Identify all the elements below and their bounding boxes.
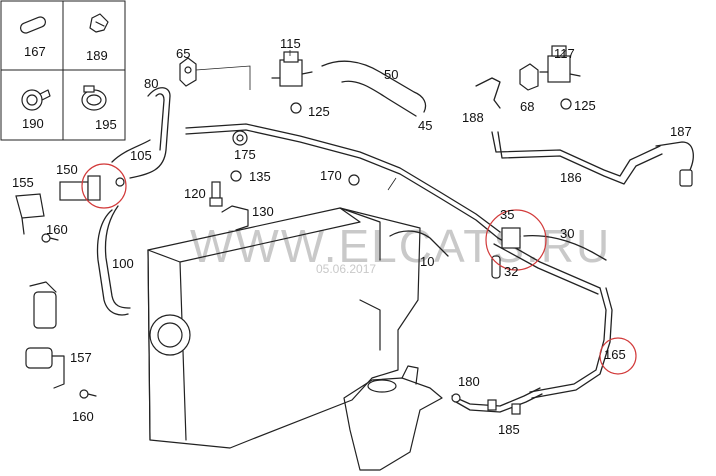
legend-label-190: 190 [22,116,44,131]
hose-45[interactable] [341,80,417,117]
callout-105: 105 [130,148,152,163]
pipe-165[interactable] [529,287,607,393]
hose-100[interactable] [96,209,129,316]
part-175-fitting[interactable] [232,130,248,146]
callout-125b: 125 [574,98,596,113]
part-155-bracket[interactable] [15,193,45,235]
part-150-thermostat-housing[interactable] [59,175,125,201]
part-170-clamp[interactable] [348,174,360,186]
highlight-ring-165 [599,337,637,375]
legend-label-189: 189 [86,48,108,63]
callout-65: 65 [176,46,190,61]
hose-30[interactable] [523,234,607,261]
hose-10[interactable] [389,230,449,257]
callout-185: 185 [498,422,520,437]
part-68-mount[interactable] [519,63,539,91]
hose-50[interactable] [321,60,427,113]
part-167-sleeve-icon[interactable] [19,15,47,34]
callout-130: 130 [252,204,274,219]
callout-117: 117 [554,46,575,61]
part-115-valve[interactable] [271,51,313,87]
callout-30: 30 [560,226,574,241]
callout-50: 50 [384,67,398,82]
part-125-nut-a[interactable] [290,102,302,114]
part-185-clips[interactable] [487,399,521,415]
legend-grid: 167 189 190 195 [0,0,126,141]
hose-105[interactable] [111,139,151,163]
part-32-fitting[interactable] [491,255,501,279]
callout-150: 150 [56,162,78,177]
hose-80[interactable] [129,87,171,179]
part-117-valve[interactable] [539,45,581,83]
callout-120: 120 [184,186,206,201]
part-65-mount[interactable] [179,57,197,87]
callout-160a: 160 [46,222,68,237]
part-130-bracket[interactable] [221,205,249,231]
legend-label-195: 195 [95,117,117,132]
callout-187: 187 [670,124,692,139]
part-180-fitting[interactable] [451,393,461,403]
part-135-nut[interactable] [230,170,242,182]
leader-117 [559,49,567,57]
callout-115: 115 [280,36,301,51]
part-120-sensor[interactable] [209,181,223,207]
part-auxiliary-pump[interactable] [29,281,57,329]
part-157-holder[interactable] [25,347,65,389]
callout-186: 186 [560,170,582,185]
callout-80: 80 [144,76,158,91]
leader-170 [387,177,397,191]
pipe-180-185[interactable] [451,387,541,407]
callout-155: 155 [12,175,34,190]
part-35-valve[interactable] [501,227,521,249]
highlight-ring-150 [81,163,127,209]
part-189-bracket-icon[interactable] [89,13,109,33]
callout-188: 188 [462,110,484,125]
callout-45: 45 [418,118,432,133]
callout-135: 135 [249,169,271,184]
callout-157: 157 [70,350,92,365]
part-125-nut-b[interactable] [560,98,572,110]
part-187-end-fitting[interactable] [679,169,693,187]
watermark-text: WWW.ELCATS.RU [190,220,611,272]
leader-65 [195,65,251,90]
part-160-bolt-a[interactable] [41,233,59,243]
hose-188[interactable] [475,77,501,109]
watermark-date: 05.06.2017 [316,262,376,276]
coolant-pipe-main[interactable] [185,123,501,233]
part-160-bolt-b[interactable] [79,389,97,399]
pipe-186[interactable] [491,131,661,177]
callout-100: 100 [112,256,134,271]
highlight-ring-35 [485,209,547,271]
callout-165: 165 [604,347,626,362]
part-190-clamp-icon[interactable] [21,89,51,111]
callout-160b: 160 [72,409,94,424]
callout-180: 180 [458,374,480,389]
callout-10: 10 [420,254,434,269]
part-195-hose-clamp-icon[interactable] [81,85,107,111]
callout-125a: 125 [308,104,330,119]
engine-block-outline [147,207,421,449]
legend-label-167: 167 [24,44,46,59]
coolant-expansion-tank[interactable] [343,365,443,471]
callout-170: 170 [320,168,342,183]
callout-175: 175 [234,147,256,162]
callout-35: 35 [500,207,514,222]
callout-68: 68 [520,99,534,114]
callout-32: 32 [504,264,518,279]
